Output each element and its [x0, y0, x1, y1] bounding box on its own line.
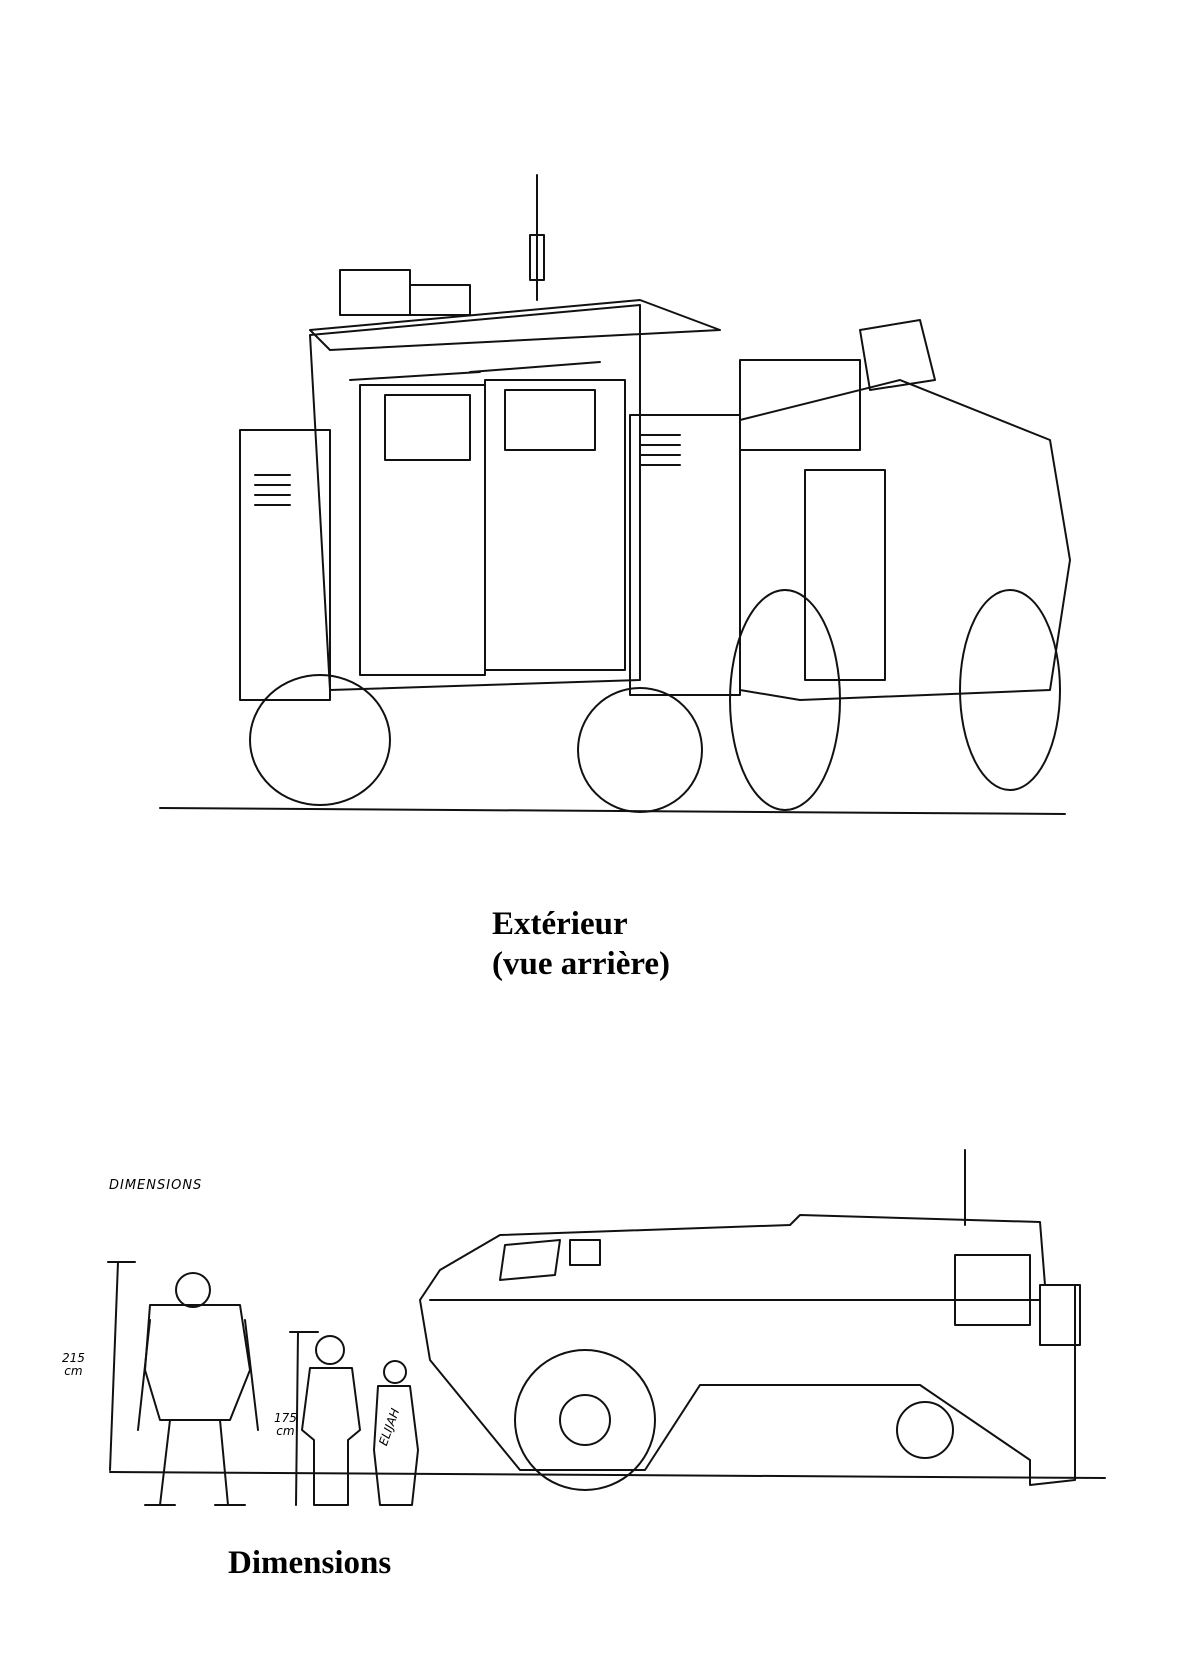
side-wheel-front: [729, 589, 841, 811]
vehicle-roof: [309, 299, 721, 351]
top-caption-line1: Extérieur: [492, 906, 628, 942]
top-caption-line2: (vue arrière): [492, 946, 671, 982]
vehicle-rear-view-sketch: [159, 174, 1071, 815]
top-caption: Extérieur (vue arrière): [492, 904, 670, 984]
vehicle-front-wheel: [514, 1349, 656, 1491]
bottom-caption: Dimensions: [228, 1545, 392, 1581]
vehicle-side-view: [419, 1149, 1081, 1486]
human-height-bar: [295, 1331, 299, 1506]
roof-rack: [739, 359, 861, 451]
bottom-ground-line: [109, 1471, 1106, 1479]
robot-height-value: 215: [62, 1351, 85, 1365]
human-height-unit: cm: [276, 1424, 295, 1438]
side-wheel-rear: [959, 589, 1061, 791]
ground-line: [159, 807, 1066, 815]
robot-height-unit: cm: [64, 1364, 83, 1378]
robot-height-bar: [109, 1261, 119, 1471]
robot-figure: [137, 1272, 259, 1506]
vehicle-rear-body: [309, 304, 641, 691]
rear-wheel-left: [249, 674, 391, 806]
robot-height-label: 215 cm: [62, 1352, 85, 1378]
human-figure-elijah: [373, 1360, 419, 1506]
vehicle-side-body: [739, 379, 1071, 701]
rear-wheel-right: [577, 687, 703, 813]
rear-door-right: [484, 379, 626, 671]
vehicle-rear-wheel: [896, 1401, 954, 1459]
dimensions-handwritten-title: DIMENSIONS: [109, 1178, 203, 1193]
left-side-pod: [239, 429, 331, 701]
human-height-value: 175: [274, 1411, 297, 1425]
vent-grille: [254, 434, 681, 506]
human-figure-soldier: [301, 1335, 361, 1506]
human-height-label: 175 cm: [274, 1412, 297, 1438]
